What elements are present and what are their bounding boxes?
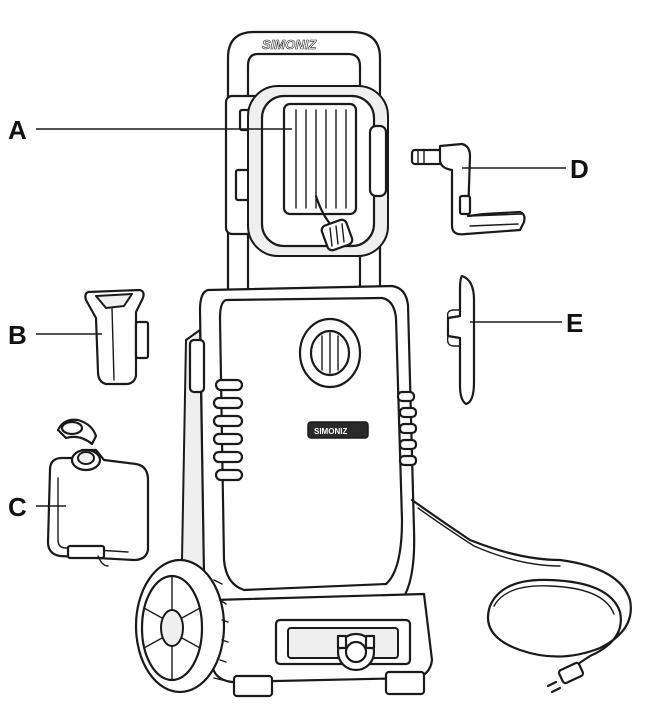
accessory-c-detergent-tank <box>46 418 150 567</box>
brand-logo-body: SIMONIZ <box>314 427 347 436</box>
accessory-b-holder <box>84 288 150 386</box>
callout-label-d: D <box>570 154 589 184</box>
accessory-e-clip <box>446 274 476 406</box>
power-cord <box>410 498 632 694</box>
callout-label-e: E <box>566 308 583 338</box>
callout-label-a: A <box>8 115 27 145</box>
main-body-shell: SIMONIZ <box>181 284 418 612</box>
hose-reel <box>224 85 389 257</box>
leader-lines <box>36 128 566 507</box>
left-vents <box>212 378 244 482</box>
brand-logo-top: SIMONIZ <box>262 37 317 52</box>
callout-label-b: B <box>8 320 27 350</box>
callout-labels: A B C D E <box>8 115 589 522</box>
handle-frame: SIMONIZ <box>226 30 382 292</box>
base <box>210 592 434 698</box>
pressure-washer-body: SIMONIZ <box>134 30 632 698</box>
right-vents <box>396 390 418 467</box>
accessory-d-crank <box>410 142 526 236</box>
callout-label-c: C <box>8 492 27 522</box>
wheel <box>134 558 229 694</box>
